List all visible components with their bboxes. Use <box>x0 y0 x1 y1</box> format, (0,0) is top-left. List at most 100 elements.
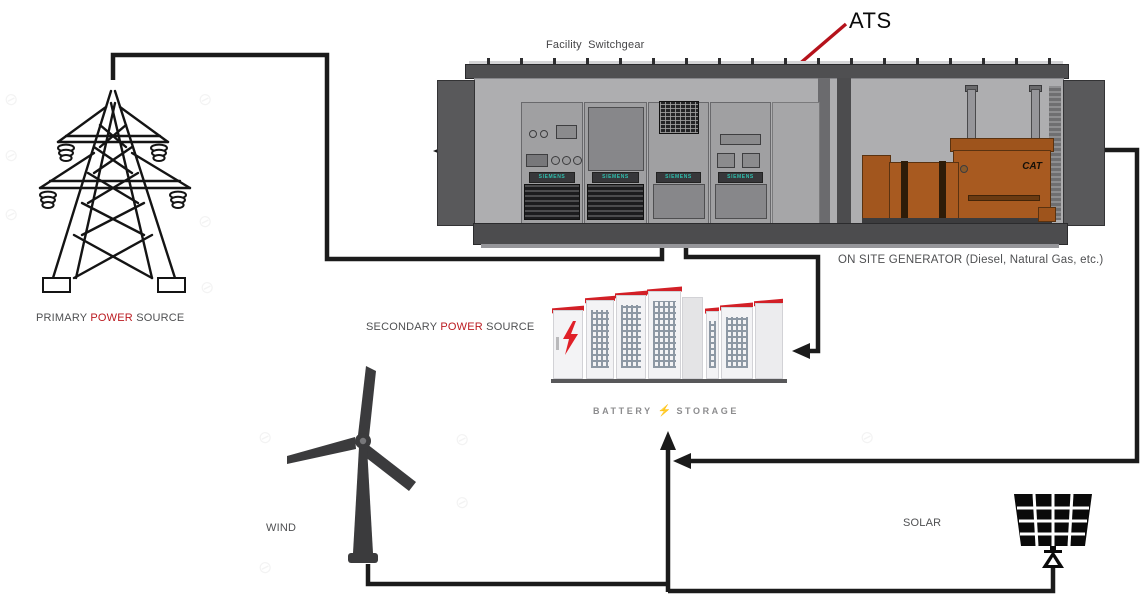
arrowhead-up-into-storage <box>660 431 676 450</box>
display-window <box>526 154 548 167</box>
container-roof <box>465 64 1069 79</box>
roof-tick <box>916 58 919 66</box>
roof-tick <box>1048 58 1051 66</box>
container-mid-post <box>818 78 830 225</box>
line-battery-to-ats <box>683 240 821 354</box>
battery-cabinet <box>553 310 583 379</box>
primary-post: SOURCE <box>132 312 185 324</box>
battery-vents <box>709 321 716 368</box>
storage-word: STORAGE <box>671 406 739 416</box>
control-knob <box>573 156 582 165</box>
battery-cabinet <box>616 295 646 379</box>
switchgear-cabinet-2: SIEMENS <box>584 102 647 225</box>
wind-turbine-icon <box>287 366 416 563</box>
solar-label: SOLAR <box>903 517 942 529</box>
roof-tick <box>520 58 523 66</box>
roof-tick <box>718 58 721 66</box>
roof-tick <box>784 58 787 66</box>
vent-grid <box>659 101 699 134</box>
engine-ring <box>939 161 946 222</box>
primary-source-label: PRIMARY POWER SOURCE <box>36 312 184 324</box>
roof-tick <box>1015 58 1018 66</box>
roof-tick <box>685 58 688 66</box>
primary-pre: PRIMARY <box>36 312 91 324</box>
facility-switchgear-label: Facility Switchgear <box>546 39 645 51</box>
roof-tick <box>982 58 985 66</box>
line-grid-to-ats <box>110 52 665 262</box>
bolt-icon <box>563 321 578 355</box>
battery-handle <box>556 337 559 350</box>
roof-tick <box>949 58 952 66</box>
generator-radiator: CAT <box>953 150 1051 224</box>
secondary-source-label: SECONDARY POWER SOURCE <box>366 321 534 333</box>
onsite-generator-label: ON SITE GENERATOR (Diesel, Natural Gas, … <box>838 254 1104 266</box>
battery-cabinet-side <box>755 303 783 379</box>
battery-vents <box>726 317 748 368</box>
generator-port <box>960 165 968 173</box>
arrowhead-left-to-battery <box>792 343 810 359</box>
ats-label: ATS <box>849 8 892 33</box>
roof-tick <box>850 58 853 66</box>
panel-window <box>717 153 735 168</box>
secondary-post: SOURCE <box>482 321 535 333</box>
roof-tick <box>751 58 754 66</box>
switchgear-container: SIEMENS SIEMENS SIEMENS SIEMENS <box>437 58 1105 250</box>
generator-base <box>862 218 1052 223</box>
line-solar-output <box>668 561 1056 594</box>
battery-vents <box>653 301 676 368</box>
brand-strip: SIEMENS <box>718 172 763 183</box>
battery-word: BATTERY <box>593 406 658 416</box>
battery-storage-icon <box>548 286 793 388</box>
cabinet-door <box>715 184 767 219</box>
battery-ground-bar <box>551 379 787 383</box>
cabinet-door <box>588 107 644 171</box>
brand-strip: SIEMENS <box>529 172 575 183</box>
container-left-end <box>437 80 475 226</box>
battery-vents <box>591 310 609 368</box>
container-roof-top <box>469 61 1063 65</box>
arrowhead-left-generator <box>673 453 691 469</box>
solar-panel-icon <box>1014 493 1092 568</box>
transmission-tower-icon <box>38 89 192 293</box>
control-knob <box>562 156 571 165</box>
battery-cabinet <box>648 291 681 379</box>
generator-foot <box>1038 207 1056 222</box>
brand-strip: SIEMENS <box>656 172 701 183</box>
radiator-stripe <box>968 195 1040 201</box>
battery-cabinet <box>586 300 614 379</box>
container-bottom-shadow <box>481 244 1059 248</box>
primary-power-word: POWER <box>90 312 133 324</box>
vent-panel <box>524 184 580 220</box>
brand-strip: SIEMENS <box>592 172 639 183</box>
battery-cabinet-side <box>682 297 703 379</box>
panel-window <box>742 153 760 168</box>
wind-label: WIND <box>266 522 297 534</box>
switchgear-cabinet-4: SIEMENS <box>710 102 771 225</box>
roof-tick <box>619 58 622 66</box>
battery-cabinet <box>721 307 753 379</box>
indicator-light <box>540 130 548 138</box>
container-right-end <box>1063 80 1105 226</box>
line-wind-output <box>365 564 666 587</box>
battery-vents <box>621 305 641 368</box>
roof-tick <box>553 58 556 66</box>
battery-storage-label: BATTERY ⚡ STORAGE <box>586 404 746 417</box>
roof-tick <box>817 58 820 66</box>
container-mid-post <box>837 78 851 225</box>
vent-panel <box>587 184 644 220</box>
roof-tick <box>487 58 490 66</box>
switchgear-cabinet-ats: SIEMENS <box>648 101 709 225</box>
filler-panel <box>772 102 820 225</box>
secondary-power-word: POWER <box>440 321 483 333</box>
generator-bay-ribs <box>1049 86 1061 220</box>
cabinet-door <box>653 184 705 219</box>
engine-cylinder <box>889 161 959 222</box>
indicator-light <box>529 130 537 138</box>
roof-tick <box>586 58 589 66</box>
roof-tick <box>883 58 886 66</box>
battery-cabinet <box>706 311 719 379</box>
secondary-pre: SECONDARY <box>366 321 441 333</box>
control-knob <box>551 156 560 165</box>
line-generator-output <box>689 147 1140 464</box>
